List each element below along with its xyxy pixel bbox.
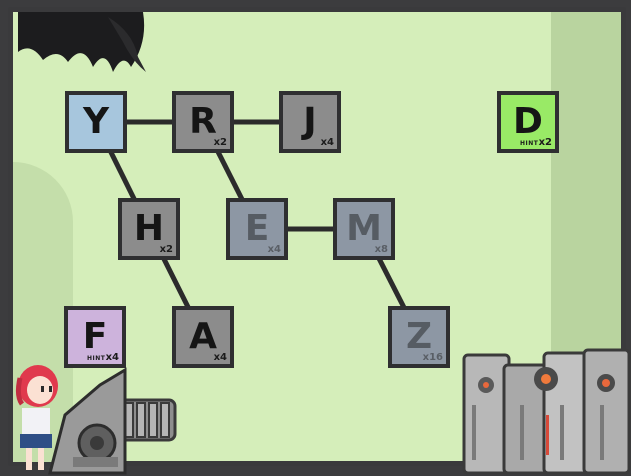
node-letter: Z bbox=[405, 316, 433, 357]
node-letter: D bbox=[513, 101, 543, 142]
skill-node-y[interactable]: Y bbox=[65, 91, 127, 153]
node-count: x2 bbox=[213, 137, 227, 148]
node-count: x4 bbox=[267, 244, 281, 255]
node-hint-tag: HINT bbox=[87, 355, 106, 362]
node-count: x2 bbox=[538, 137, 552, 148]
node-letter: E bbox=[244, 208, 270, 249]
ink-splash-decoration bbox=[18, 12, 146, 72]
letter-cannon-icon bbox=[48, 367, 177, 475]
node-hint-tag: HINT bbox=[520, 140, 539, 147]
node-letter: H bbox=[133, 208, 165, 249]
node-count: x2 bbox=[159, 244, 173, 255]
node-count: x16 bbox=[422, 352, 443, 363]
girl-character-icon bbox=[15, 365, 58, 470]
node-count: x4 bbox=[320, 137, 334, 148]
robot-army-icon bbox=[462, 348, 631, 475]
node-letter: J bbox=[303, 101, 317, 142]
node-count: x4 bbox=[213, 352, 227, 363]
node-letter: A bbox=[189, 316, 217, 357]
node-letter: R bbox=[189, 101, 217, 142]
node-count: x8 bbox=[374, 244, 388, 255]
node-letter: Y bbox=[82, 101, 110, 142]
node-letter: F bbox=[82, 316, 108, 357]
node-count: x4 bbox=[105, 352, 119, 363]
node-letter: M bbox=[346, 208, 382, 249]
